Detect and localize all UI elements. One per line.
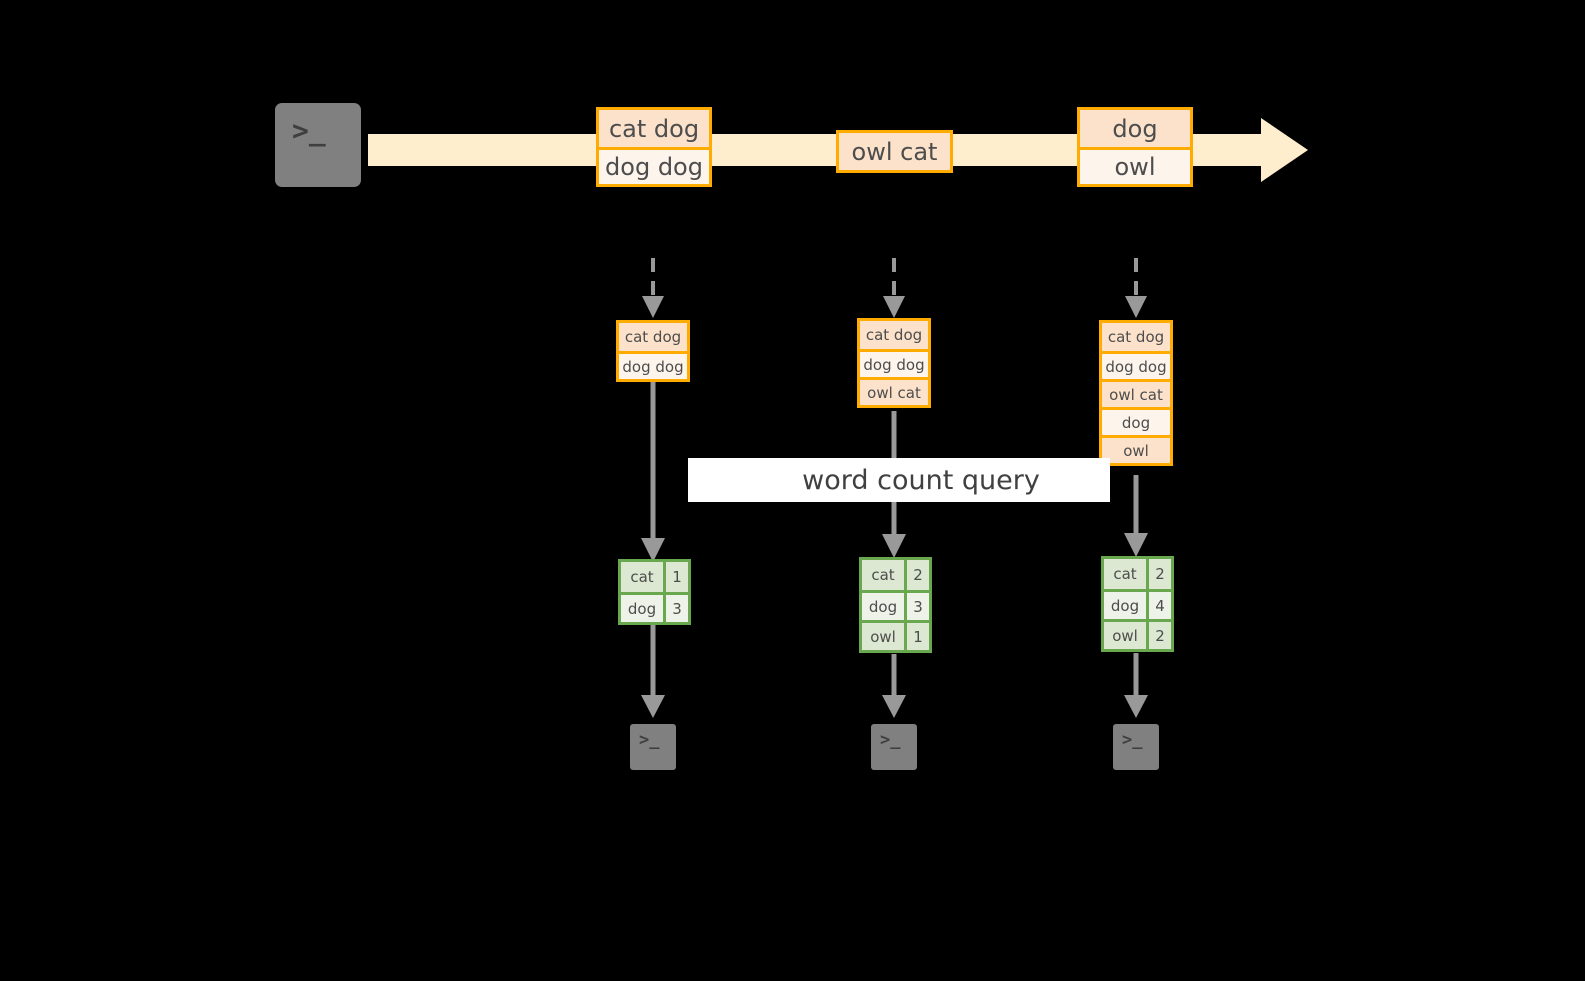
dashed-arrow-down-icon-1 [637,258,669,320]
accumulated-line: cat dog [1102,323,1170,351]
table-row: cat 2 [862,560,929,590]
stream-event-line: dog [1080,110,1190,147]
query-label-band: word count query [688,458,1110,502]
snapshot-3-accumulated-box: cat dog dog dog owl cat dog owl [1099,320,1173,466]
accumulated-line: cat dog [619,323,687,351]
result-count: 2 [1146,559,1171,589]
sink-terminal-icon-1: >_ [624,718,682,776]
accumulated-line: dog [1102,407,1170,435]
terminal-prompt-glyph: >_ [639,730,660,750]
result-count: 4 [1146,592,1171,619]
snapshot-2-accumulated-box: cat dog dog dog owl cat [857,318,931,408]
result-count: 3 [904,593,929,620]
sink-terminal-icon-3: >_ [1107,718,1165,776]
terminal-prompt-glyph: >_ [292,114,326,147]
arrow-down-icon-1a [637,382,669,564]
dashed-arrow-down-icon-3 [1120,258,1152,320]
result-count: 1 [663,562,688,592]
snapshot-1-result-table: cat 1 dog 3 [618,559,691,625]
stream-event-line: dog dog [599,147,709,184]
result-count: 1 [904,623,929,650]
arrow-down-icon-2b [878,654,910,720]
result-count: 3 [663,595,688,622]
accumulated-line: dog dog [860,349,928,377]
table-row: cat 2 [1104,559,1171,589]
sink-terminal-icon-2: >_ [865,718,923,776]
arrow-down-icon-1b [637,625,669,720]
result-count: 2 [1146,622,1171,649]
table-row: dog 4 [1104,589,1171,619]
table-row: dog 3 [862,590,929,620]
stream-event-group-1: cat dog dog dog [596,107,712,187]
stream-event-line: owl [1080,147,1190,184]
terminal-prompt-glyph: >_ [1122,730,1143,750]
result-word: cat [862,560,904,590]
dashed-arrow-down-icon-2 [878,258,910,320]
accumulated-line: owl cat [1102,379,1170,407]
result-word: owl [862,623,904,650]
accumulated-line: owl cat [860,377,928,405]
terminal-prompt-glyph: >_ [880,730,901,750]
table-row: cat 1 [621,562,688,592]
table-row: owl 1 [862,620,929,650]
result-word: cat [621,562,663,592]
arrow-down-icon-3b [1120,653,1152,720]
snapshot-3-result-table: cat 2 dog 4 owl 2 [1101,556,1174,652]
snapshot-1-accumulated-box: cat dog dog dog [616,320,690,382]
result-word: owl [1104,622,1146,649]
result-word: dog [862,593,904,620]
query-label-text: word count query [802,464,1040,496]
accumulated-line: owl [1102,435,1170,463]
result-word: dog [621,595,663,622]
source-terminal-icon: >_ [268,96,368,194]
result-word: cat [1104,559,1146,589]
arrow-down-icon-3a [1120,475,1152,559]
stream-event-line: cat dog [599,110,709,147]
stream-event-group-3: dog owl [1077,107,1193,187]
result-word: dog [1104,592,1146,619]
accumulated-line: dog dog [1102,351,1170,379]
accumulated-line: cat dog [860,321,928,349]
table-row: dog 3 [621,592,688,622]
accumulated-line: dog dog [619,351,687,379]
table-row: owl 2 [1104,619,1171,649]
stream-event-line: owl cat [839,133,950,170]
stream-event-group-2: owl cat [836,130,953,173]
snapshot-2-result-table: cat 2 dog 3 owl 1 [859,557,932,653]
result-count: 2 [904,560,929,590]
